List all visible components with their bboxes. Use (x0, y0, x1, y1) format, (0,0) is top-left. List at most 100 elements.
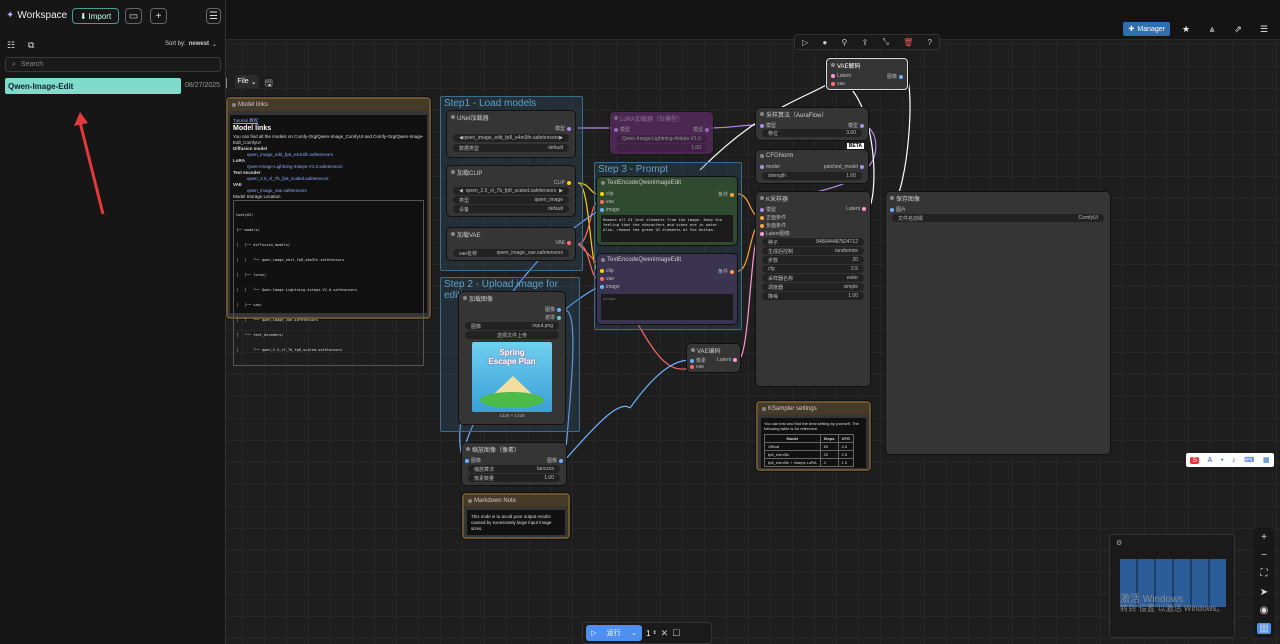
lora-loader-node[interactable]: LoRA加载器（仅模型） 模型 模型 Qwen-Image-Lightning-… (610, 112, 713, 154)
output-slot[interactable]: 图像 (887, 73, 903, 80)
sort-dropdown[interactable]: Sort by:newest⌄ (165, 41, 218, 48)
input-slot[interactable]: 正面条件 (760, 214, 786, 221)
input-slot[interactable]: image (600, 284, 620, 290)
output-slot[interactable]: VAE (555, 240, 571, 246)
lang-icon[interactable]: A (1207, 456, 1213, 464)
fit-view-icon[interactable]: ⛶ (1260, 568, 1268, 580)
upload-button[interactable]: 选择文件上传 (465, 331, 559, 339)
workflow-item[interactable]: Qwen-Image-Edit (5, 78, 181, 94)
bypass-icon[interactable]: ⇪ (861, 37, 869, 47)
output-slot[interactable]: 条件 (718, 191, 734, 198)
clip-loader-node[interactable]: 加载CLIP CLIP ◀qwen_2.5_vl_7b_fp8_scaled.s… (447, 166, 575, 216)
manager-button[interactable]: ✚Manager (1123, 22, 1170, 36)
import-button[interactable]: ⬇Import (72, 8, 119, 24)
batch-count-input[interactable]: 1⇕ (646, 628, 657, 638)
output-slot[interactable]: 模型 (693, 126, 709, 133)
output-slot[interactable]: 模型 (555, 125, 571, 132)
model-link[interactable]: Qwen-Image-Lightning-4steps-V1.0.safeten… (247, 164, 343, 169)
input-slot[interactable]: 模型 (760, 206, 776, 213)
input-slot[interactable]: vae (831, 81, 845, 87)
eye-icon[interactable]: ◉ (1259, 604, 1269, 616)
input-slot[interactable]: 模型 (760, 122, 776, 129)
output-slot[interactable]: 条件 (718, 268, 734, 275)
search-input[interactable]: ⌕Search (5, 57, 221, 72)
tutorial-link[interactable]: Tutorial 教程 (233, 118, 259, 123)
cancel-icon[interactable]: ✕ (660, 627, 669, 638)
prompt-textarea[interactable]: prompt (601, 294, 733, 320)
cfgnorm-node[interactable]: CFGNorm model patched_model BETA strengt… (756, 143, 868, 183)
model-link[interactable]: qwen_2.5_vl_7b_fp8_scaled.safetensors (247, 176, 329, 181)
node-library-icon[interactable]: ⩓ (1209, 23, 1215, 34)
input-slot[interactable]: Latent (831, 73, 851, 79)
color-picker-icon[interactable]: ● (822, 37, 828, 47)
input-slot[interactable]: 像素 (690, 357, 706, 364)
more-icon[interactable]: ⤡ (882, 37, 889, 46)
model-links-node[interactable]: Model links Tutorial 教程 Model links You … (226, 97, 431, 366)
output-slot[interactable]: 遮罩 (545, 314, 561, 321)
delete-icon[interactable]: 🗑 (903, 37, 914, 47)
input-slot[interactable]: vae (600, 276, 614, 282)
input-slot[interactable]: 模型 (614, 126, 630, 133)
save-icon[interactable]: 🖫 (265, 78, 273, 88)
prompt-textarea[interactable]: Remove all UI text elements from the ima… (601, 215, 733, 242)
list-view-icon[interactable]: ☷ (7, 40, 16, 50)
output-slot[interactable]: 模型 (848, 122, 864, 129)
output-slot[interactable]: patched_model (824, 164, 864, 170)
input-slot[interactable]: image (600, 207, 620, 213)
output-slot[interactable]: 图像 (547, 457, 563, 464)
output-slot[interactable]: CLIP (554, 180, 571, 186)
pin-icon[interactable]: ⚲ (841, 37, 848, 47)
share-icon[interactable]: ⇗ (1234, 23, 1242, 34)
zoom-in-icon[interactable]: + (1261, 531, 1267, 543)
sidebar-menu-button[interactable]: ☰ (206, 8, 221, 24)
input-slot[interactable]: vae (600, 199, 614, 205)
stop-icon[interactable]: ☐ (672, 627, 681, 638)
markdown-note-node[interactable]: Markdown Note This node is to avoid poor… (462, 493, 570, 539)
open-folder-button[interactable]: ▭ (125, 8, 142, 24)
input-slot[interactable]: Latent图像 (760, 230, 790, 237)
input-slot[interactable]: vae (690, 364, 704, 370)
ime-toolbar[interactable]: S A • ♪ ⌨ ▦ (1186, 453, 1274, 467)
input-slot[interactable]: clip (600, 191, 614, 197)
output-slot[interactable]: Latent (717, 357, 737, 363)
punct-icon[interactable]: • (1220, 456, 1224, 464)
lora-name-widget[interactable]: Qwen-Image-Lightning-4steps-V1.0 (616, 135, 707, 143)
menu-icon[interactable]: ☰ (1259, 23, 1269, 34)
vae-decode-node[interactable]: VAE解码 Latent vae 图像 (826, 58, 908, 90)
input-slot[interactable]: clip (600, 268, 614, 274)
ksampler-settings-note[interactable]: KSampler settings You can test and find … (756, 401, 871, 471)
text-encode-negative-node[interactable]: TextEncodeQwenImageEdit clip vae image 条… (597, 254, 737, 324)
file-menu[interactable]: File⌄ (235, 75, 259, 88)
unet-loader-node[interactable]: UNet加载器 模型 ◀qwen_image_edit_fp8_e4m3fn.s… (447, 111, 575, 157)
play-icon[interactable]: ▷ (802, 37, 809, 47)
folder-view-icon[interactable]: ⧉ (28, 40, 35, 50)
input-slot[interactable]: 图片 (890, 206, 906, 213)
text-encode-positive-node[interactable]: TextEncodeQwenImageEdit clip vae image 条… (597, 177, 737, 245)
output-slot[interactable]: Latent (846, 206, 866, 212)
zoom-out-icon[interactable]: − (1261, 549, 1267, 561)
minimap-toggle-icon[interactable]: ▥ (1257, 623, 1271, 635)
vae-encode-node[interactable]: VAE编码 像素 vae Latent (687, 344, 740, 372)
apps-icon[interactable]: ▦ (1263, 457, 1270, 464)
input-slot[interactable]: 负面条件 (760, 222, 786, 229)
pointer-icon[interactable]: ➤ (1259, 586, 1269, 598)
mic-icon[interactable]: ♪ (1232, 456, 1236, 464)
new-workflow-button[interactable]: + (150, 8, 167, 24)
